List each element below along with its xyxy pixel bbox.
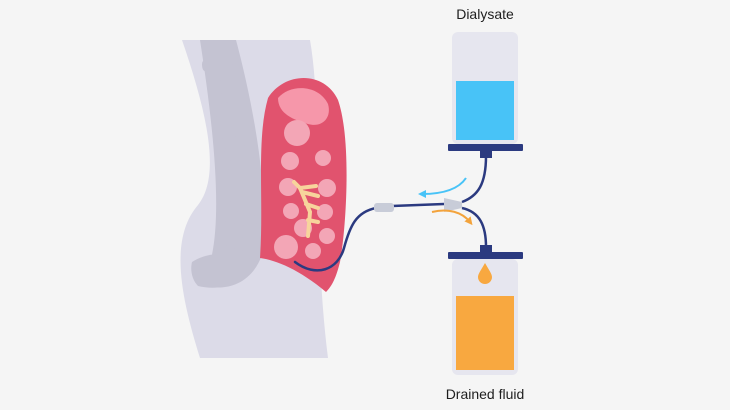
inflow-tube xyxy=(461,155,488,204)
intestine-spot xyxy=(283,203,299,219)
vertebra xyxy=(223,209,257,228)
abdominal-cavity xyxy=(260,78,347,292)
cavity-highlight xyxy=(278,88,329,125)
vertebra xyxy=(201,56,233,73)
connector-tube xyxy=(391,202,445,208)
drained-fluid xyxy=(456,296,514,370)
outflow-arrow-icon xyxy=(431,209,473,226)
dialysate-bag xyxy=(448,32,523,158)
dialysate-label: Dialysate xyxy=(456,6,514,22)
blood-vessels xyxy=(292,180,320,238)
intestine-spot xyxy=(305,243,321,259)
drain-bag-port xyxy=(480,245,492,253)
y-junction xyxy=(444,198,462,212)
intestine-spot xyxy=(274,235,298,259)
outflow-tube xyxy=(461,206,488,248)
inflow-arrow-icon xyxy=(418,177,467,198)
intestine-spot xyxy=(317,204,333,220)
dialysate-bag-base xyxy=(448,144,523,151)
intestine-spot xyxy=(315,150,331,166)
catheter-tube xyxy=(293,206,378,272)
intestine-loops xyxy=(274,120,336,259)
vertebra xyxy=(227,168,261,181)
drip-drop-icon xyxy=(478,263,492,284)
spine xyxy=(191,40,264,288)
pelvis xyxy=(191,253,256,288)
drain-bag xyxy=(448,245,523,375)
drain-bag-cap xyxy=(448,252,523,259)
intestine-spot xyxy=(319,228,335,244)
intestine-spot xyxy=(318,179,336,197)
catheter-connector xyxy=(374,203,394,212)
intestine-spot xyxy=(281,152,299,170)
drained-fluid-label: Drained fluid xyxy=(445,386,525,402)
vertebra xyxy=(206,78,239,95)
intestine-spot xyxy=(284,120,310,146)
vertebra xyxy=(223,144,259,161)
vertebra xyxy=(226,188,262,205)
dialysate-fluid xyxy=(456,81,514,140)
vertebra xyxy=(212,100,246,117)
vertebra xyxy=(218,121,253,139)
dialysate-bag-port xyxy=(480,151,492,158)
vertebra xyxy=(215,230,248,251)
